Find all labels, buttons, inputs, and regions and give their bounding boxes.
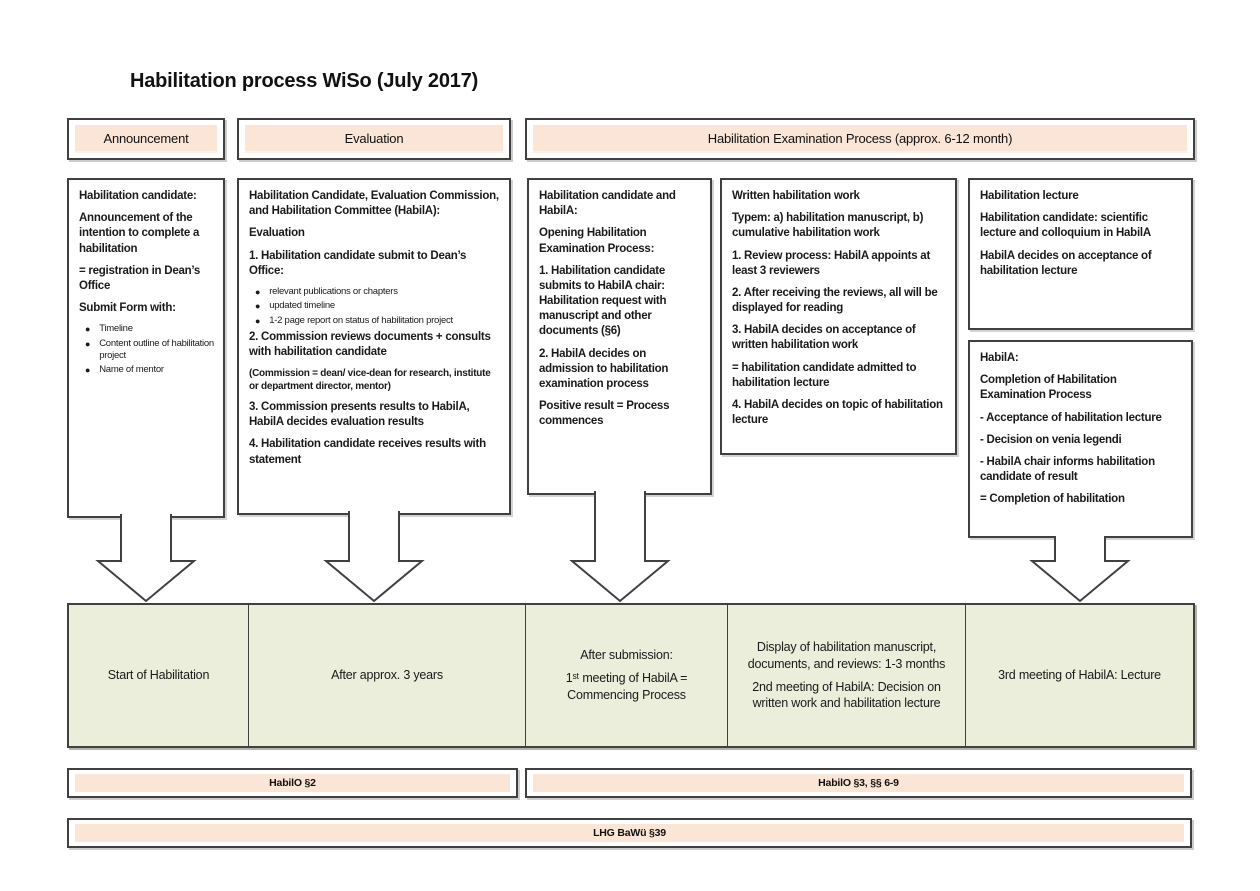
phase-label: Habilitation Examination Process (approx…	[707, 130, 1013, 146]
legal-bar-habilo3: HabilO §3, §§ 6-9	[525, 768, 1192, 798]
legal-label: LHG BaWü §39	[593, 827, 666, 839]
text-block: 2. After receiving the reviews, all will…	[732, 286, 938, 315]
down-arrow-icon	[1029, 536, 1131, 603]
text-block: = registration in Dean’s Office	[79, 264, 201, 292]
down-arrow-icon	[323, 511, 425, 603]
text-block: 4. HabilA decides on topic of habilitati…	[732, 398, 943, 427]
phase-label: Announcement	[103, 130, 189, 146]
bullet-item: ● updated timeline	[249, 300, 500, 313]
text-block: Announcement of the intention to complet…	[79, 212, 200, 255]
down-arrow-icon	[95, 514, 197, 603]
bullet-item: ● 1-2 page report on status of habilitati…	[249, 315, 500, 328]
phase-header-fill: Announcement	[75, 125, 217, 153]
phase-label: Evaluation	[344, 130, 404, 146]
bullet-item: ● Content outline of habilitation project	[79, 338, 214, 363]
text-block: (Commission = dean/ vice-dean for resear…	[249, 367, 491, 392]
timeline-text: After approx. 3 years	[331, 668, 443, 683]
text-block: 2. HabilA decides on admission to habili…	[539, 347, 669, 390]
text-block: Habilitation Candidate, Evaluation Commi…	[249, 190, 499, 218]
box-opening-process: Habilitation candidate and HabilA: Openin…	[527, 178, 712, 495]
bullet-item: ● relevant publications or chapters	[249, 286, 500, 299]
bullet-icon: ●	[85, 338, 91, 349]
timeline-band: Start of Habilitation After approx. 3 ye…	[67, 603, 1195, 748]
legal-bar-fill: HabilO §3, §§ 6-9	[533, 774, 1184, 792]
bullet-icon: ●	[255, 301, 261, 312]
timeline-cell-after-submission: After submission: 1ˢᵗ meeting of HabilA =…	[525, 605, 727, 746]
timeline-text: 1ˢᵗ meeting of HabilA = Commencing Proce…	[565, 671, 688, 702]
bullet-text: relevant publications or chapters	[269, 285, 398, 297]
timeline-cell-start: Start of Habilitation	[69, 605, 248, 746]
legal-bar-fill: LHG BaWü §39	[75, 824, 1184, 842]
text-block: 3. Commission presents results to HabilA…	[249, 400, 470, 429]
text-block: Habilitation candidate: scientific lectu…	[980, 212, 1151, 240]
text-block: 4. Habilitation candidate receives resul…	[249, 438, 486, 466]
box-completion: HabilA: Completion of Habilitation Examin…	[968, 340, 1193, 538]
down-arrow-icon	[569, 491, 671, 603]
timeline-cell-display-review: Display of habilitation manuscript, docu…	[727, 605, 965, 746]
bullet-item: ● Name of mentor	[79, 364, 214, 377]
timeline-text: Start of Habilitation	[107, 668, 210, 683]
text-block: 2. Commission reviews documents + consul…	[249, 330, 491, 358]
bullet-item: ● Timeline	[79, 323, 214, 336]
box-announcement: Habilitation candidate: Announcement of t…	[67, 178, 225, 518]
text-block: Positive result = Process commences	[539, 400, 670, 428]
timeline-text: After submission:	[580, 648, 673, 663]
timeline-text: 2nd meeting of HabilA: Decision on writt…	[752, 679, 941, 711]
timeline-cell-third-meeting: 3rd meeting of HabilA: Lecture	[965, 605, 1193, 746]
timeline-cell-3-years: After approx. 3 years	[248, 605, 525, 746]
text-block: Completion of Habilitation Examination P…	[980, 374, 1117, 402]
text-block: Habilitation candidate and HabilA:	[539, 190, 676, 218]
legal-bar-lhg: LHG BaWü §39	[67, 818, 1192, 848]
bullet-text: Name of mentor	[99, 364, 164, 376]
bullet-text: updated timeline	[269, 300, 335, 312]
phase-header-examination: Habilitation Examination Process (approx…	[525, 118, 1195, 160]
text-block: HabilA decides on acceptance of habilita…	[980, 249, 1152, 277]
legal-label: HabilO §3, §§ 6-9	[818, 777, 899, 789]
text-block: HabilA:	[980, 352, 1019, 364]
text-block: = Completion of habilitation	[980, 493, 1125, 506]
legal-bar-fill: HabilO §2	[75, 774, 510, 792]
text-block: Typem: a) habilitation manuscript, b) cu…	[732, 212, 924, 240]
phase-header-fill: Habilitation Examination Process (approx…	[533, 125, 1187, 153]
phase-header-evaluation: Evaluation	[237, 118, 511, 160]
bullet-text: 1-2 page report on status of habilitatio…	[269, 315, 453, 327]
text-block: 3. HabilA decides on acceptance of writt…	[732, 324, 916, 352]
bullet-icon: ●	[255, 316, 261, 327]
bullet-text: Content outline of habilitation project	[99, 337, 214, 362]
bullet-text: Timeline	[99, 323, 133, 335]
phase-header-fill: Evaluation	[245, 125, 503, 153]
page-title: Habilitation process WiSo (July 2017)	[130, 70, 479, 92]
text-block: - HabilA chair informs habilitation cand…	[980, 455, 1155, 484]
text-block: Written habilitation work	[732, 190, 860, 202]
text-block: Opening Habilitation Examination Process…	[539, 227, 655, 255]
bullet-icon: ●	[255, 286, 261, 297]
bullet-icon: ●	[85, 324, 91, 335]
text-block: 1. Habilitation candidate submit to Dean…	[249, 249, 467, 277]
timeline-text: Display of habilitation manuscript, docu…	[747, 639, 946, 671]
phase-header-announcement: Announcement	[67, 118, 225, 160]
text-block: Habilitation candidate:	[79, 190, 197, 202]
legal-bar-habilo2: HabilO §2	[67, 768, 518, 798]
text-block: 1. Review process: HabilA appoints at le…	[732, 249, 931, 277]
box-evaluation: Habilitation Candidate, Evaluation Commi…	[237, 178, 511, 515]
bullet-icon: ●	[85, 365, 91, 376]
text-block: - Decision on venia legendi	[980, 433, 1122, 446]
text-block: - Acceptance of habilitation lecture	[980, 411, 1162, 424]
text-block: Habilitation lecture	[980, 190, 1079, 202]
timeline-text: 3rd meeting of HabilA: Lecture	[998, 668, 1161, 683]
text-block: 1. Habilitation candidate submits to Hab…	[539, 264, 667, 338]
legal-label: HabilO §2	[269, 777, 316, 789]
text-block: = habilitation candidate admitted to hab…	[732, 361, 917, 389]
text-block: Evaluation	[249, 227, 305, 240]
text-block: Submit Form with:	[79, 302, 176, 315]
